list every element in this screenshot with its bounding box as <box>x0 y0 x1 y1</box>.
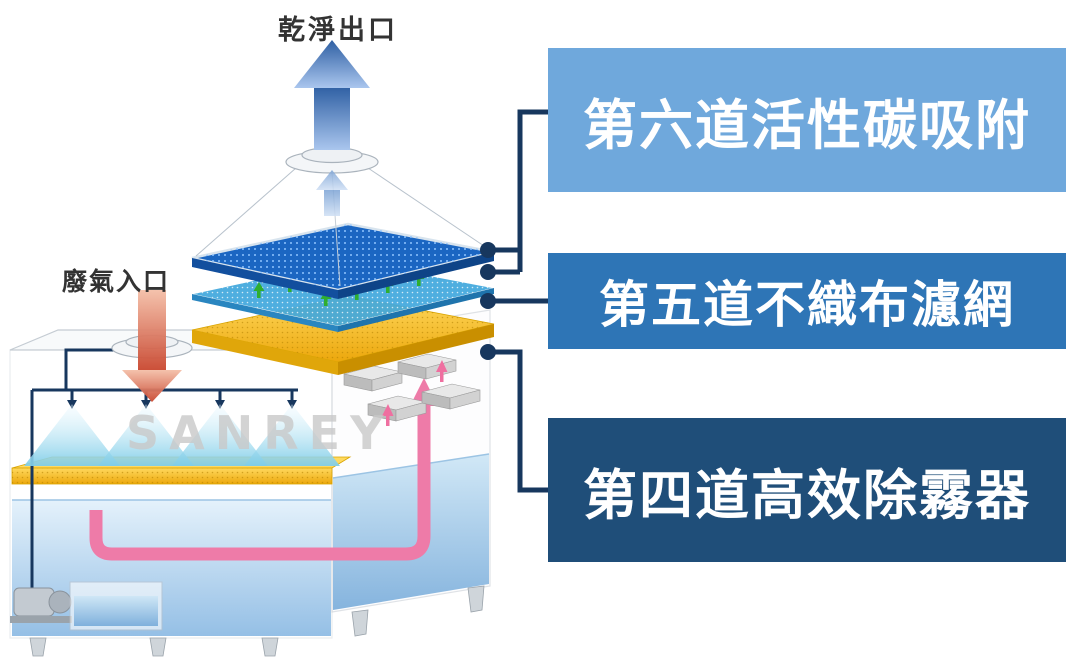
waste-gas-arrow-icon <box>122 290 182 402</box>
clean-air-arrow-icon <box>294 40 370 216</box>
callout-stage-6: 第六道活性碳吸附 <box>548 48 1066 192</box>
spray-piping <box>30 348 298 562</box>
sump-tank <box>69 581 163 631</box>
activated-carbon-panel <box>191 222 495 299</box>
watermark-text: SANREY <box>126 406 394 460</box>
callout-stage-5: 第五道不織布濾網 <box>548 253 1066 349</box>
exhaust-funnel <box>195 146 491 287</box>
callout-stage-6-label: 第六道活性碳吸附 <box>583 93 1031 157</box>
circulation-pump <box>10 562 72 623</box>
callout-stage-4: 第四道高效除霧器 <box>548 418 1066 562</box>
callout-stage-5-label: 第五道不織布濾網 <box>599 276 1015 334</box>
clean-outlet-label: 乾淨出口 <box>278 15 398 46</box>
callout-stage-4-label: 第四道高效除霧器 <box>583 463 1031 527</box>
machine-legs <box>29 585 485 657</box>
machine-illustration <box>9 40 495 657</box>
spray-mist-cones <box>24 404 340 466</box>
waste-gas-inlet-label: 廢氣入口 <box>61 267 170 296</box>
